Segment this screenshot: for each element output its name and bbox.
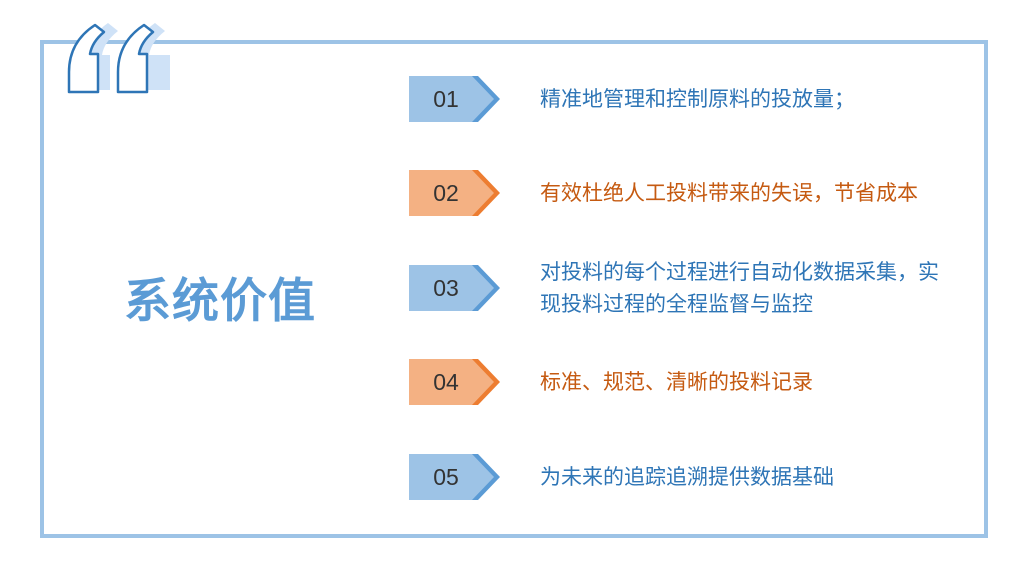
arrow-badge-icon [409,170,500,216]
list-item: 03 对投料的每个过程进行自动化数据采集，实现投料过程的全程监督与监控 [409,260,969,316]
arrow-badge-icon [409,454,500,500]
list-item: 02 有效杜绝人工投料带来的失误，节省成本 [409,170,969,216]
item-text: 标准、规范、清晰的投料记录 [540,370,813,394]
arrow-badge-icon [409,359,500,405]
slide-frame [40,40,988,538]
slide-title: 系统价值 [124,274,316,329]
item-text: 对投料的每个过程进行自动化数据采集，实现投料过程的全程监督与监控 [540,260,939,316]
arrow-badge-icon [409,265,500,311]
list-item: 05 为未来的追踪追溯提供数据基础 [409,454,969,500]
item-text: 为未来的追踪追溯提供数据基础 [540,465,834,489]
item-text: 精准地管理和控制原料的投放量； [540,87,855,111]
item-number: 04 [433,369,459,395]
item-number: 02 [433,180,459,206]
item-text: 有效杜绝人工投料带来的失误，节省成本 [540,181,918,205]
arrow-badge-icon [409,76,500,122]
list-item: 04 标准、规范、清晰的投料记录 [409,359,969,405]
item-number: 03 [433,275,459,301]
item-number: 05 [433,464,459,490]
quote-mark-icon [67,23,170,94]
list-item: 01 精准地管理和控制原料的投放量； [409,76,969,122]
item-number: 01 [433,86,459,112]
